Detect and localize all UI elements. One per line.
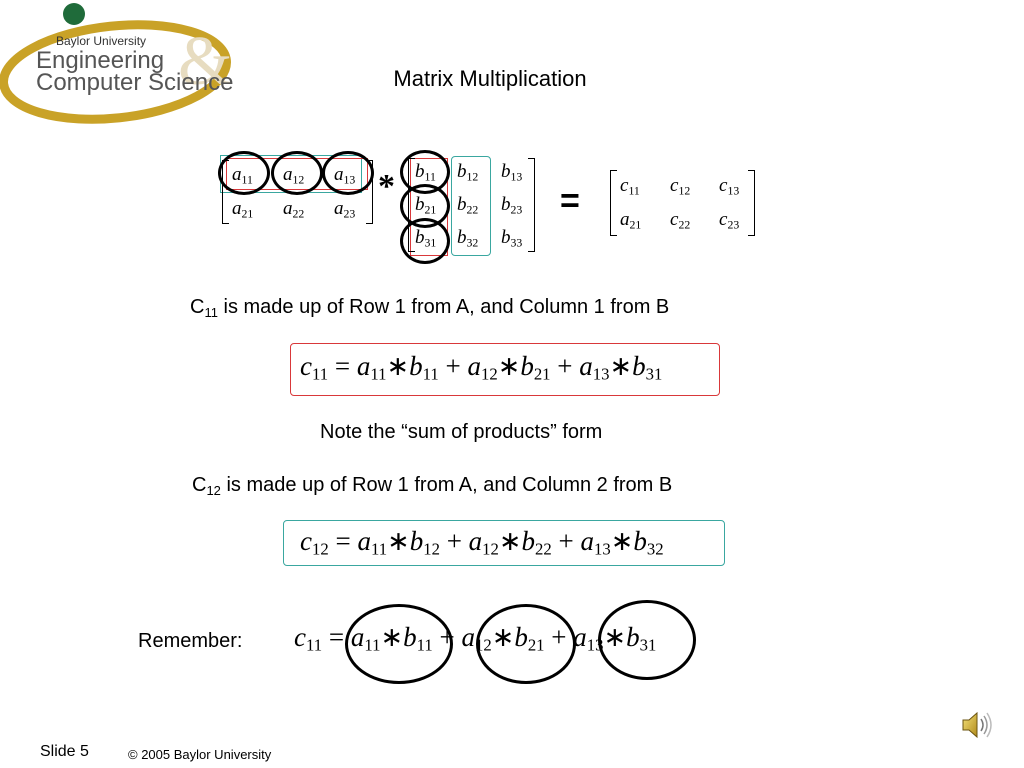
- equals-operator: =: [560, 182, 580, 220]
- c12-equation-box: [283, 520, 725, 566]
- logo-dot: [63, 3, 85, 25]
- matrix-a-cell: a21: [232, 198, 254, 221]
- logo-swoosh: [0, 20, 231, 124]
- matrix-b-cell: b12: [457, 161, 479, 184]
- circle-term-1: [345, 604, 453, 684]
- circle-a13: [322, 151, 374, 195]
- circle-a11: [218, 151, 270, 195]
- matrix-b-cell: b22: [457, 194, 479, 217]
- baylor-logo: & Baylor University Engineering Computer…: [0, 3, 233, 124]
- c11-description: C11 is made up of Row 1 from A, and Colu…: [190, 296, 670, 320]
- matrix-b-right-bracket: [528, 158, 535, 252]
- matrix-c-cell: c12: [670, 175, 691, 198]
- c12-description: C12 is made up of Row 1 from A, and Colu…: [192, 474, 673, 498]
- matrix-b-cell: b33: [501, 227, 523, 250]
- note-text: Note the “sum of products” form: [320, 421, 603, 443]
- c11-equation-box: [290, 343, 720, 396]
- speaker-icon[interactable]: [960, 708, 996, 742]
- matrix-a-cell: a22: [283, 198, 305, 221]
- c11-equation: c11 = a11∗b11 + a12∗b21 + a13∗b31: [300, 351, 663, 384]
- matrix-b-cell: b32: [457, 227, 479, 250]
- times-operator: *: [378, 168, 395, 205]
- logo-line1: Engineering: [36, 47, 164, 74]
- remember-label: Remember:: [138, 630, 243, 652]
- matrix-a-cell: a23: [334, 198, 356, 221]
- logo-line2: Computer Science: [36, 69, 233, 96]
- circle-b31: [400, 218, 450, 264]
- matrix-c-cell: c13: [719, 175, 740, 198]
- circle-term-3: [598, 600, 696, 680]
- matrix-c-cell: c23: [719, 209, 740, 232]
- copyright: © 2005 Baylor University: [128, 747, 272, 762]
- matrix-c-cell: a21: [620, 209, 642, 232]
- logo-ampersand: &: [178, 23, 232, 100]
- logo-university: Baylor University: [56, 34, 146, 48]
- matrix-b-cell: b23: [501, 194, 523, 217]
- matrix-c-right-bracket: [748, 170, 755, 236]
- matrix-c-cell: c22: [670, 209, 691, 232]
- matrix-c-left-bracket: [610, 170, 617, 236]
- circle-a12: [271, 151, 323, 195]
- matrix-c-cell: c11: [620, 175, 640, 198]
- slide-title: Matrix Multiplication: [393, 66, 587, 91]
- col2-highlight-teal: [451, 156, 491, 256]
- matrix-b-cell: b13: [501, 161, 523, 184]
- circle-term-2: [476, 604, 576, 684]
- c12-equation: c12 = a11∗b12 + a12∗b22 + a13∗b32: [300, 526, 664, 559]
- slide-number: Slide 5: [40, 743, 89, 760]
